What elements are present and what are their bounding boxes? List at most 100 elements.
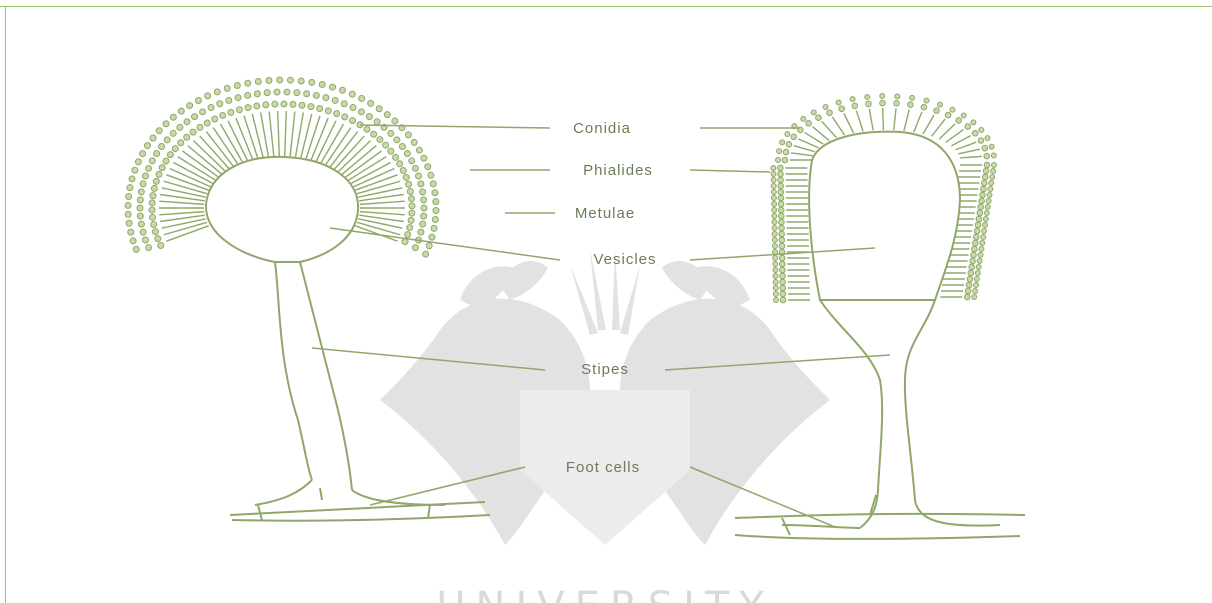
conidium: [771, 196, 776, 201]
conidium: [971, 120, 976, 125]
conidium: [366, 114, 372, 120]
conidium: [776, 158, 781, 163]
conidium: [780, 279, 786, 285]
conidium: [989, 181, 994, 186]
conidium: [772, 226, 777, 231]
conidium: [806, 121, 812, 127]
conidium: [274, 89, 280, 95]
conidium: [245, 80, 251, 86]
conidium: [317, 105, 323, 111]
conidium: [152, 229, 158, 235]
conidium: [187, 103, 193, 109]
conidium: [785, 131, 790, 136]
phialide-line: [200, 136, 230, 169]
conidium: [371, 131, 377, 137]
conidium: [284, 89, 290, 95]
conidium: [309, 79, 315, 85]
right-conidiophore: [735, 94, 1025, 539]
phialide-line: [923, 115, 934, 134]
conidium: [323, 95, 329, 101]
conidium: [163, 121, 169, 127]
conidium: [978, 138, 984, 144]
conidium: [190, 129, 196, 135]
conidium: [433, 199, 439, 205]
phialide-line: [798, 139, 818, 148]
conidium: [409, 203, 415, 209]
conidium: [245, 92, 251, 98]
conidium: [992, 163, 997, 168]
conidium: [350, 118, 356, 124]
conidium: [151, 222, 157, 228]
conidium: [151, 185, 157, 191]
conidium: [135, 159, 141, 165]
conidium: [978, 204, 984, 210]
conidium: [772, 214, 777, 219]
conidium: [399, 144, 405, 150]
phialide-line: [269, 112, 274, 157]
conidium: [406, 181, 412, 187]
conidium: [910, 95, 915, 100]
conidium: [433, 208, 439, 214]
conidium: [156, 128, 162, 134]
conidium: [163, 158, 169, 164]
phialide-line: [956, 142, 977, 150]
conidium: [125, 202, 131, 208]
conidium: [850, 97, 855, 102]
conidium: [150, 135, 156, 141]
conidium: [975, 271, 980, 276]
conidium: [779, 219, 785, 225]
conidium: [965, 288, 971, 294]
conidium: [421, 205, 427, 211]
conidium: [986, 199, 991, 204]
conidium: [149, 158, 155, 164]
phialide-line: [342, 146, 376, 175]
conidium: [359, 95, 365, 101]
conidium: [158, 243, 164, 249]
phialide-line: [360, 201, 405, 204]
label-phialides: Phialides: [583, 162, 653, 179]
phialide-line: [188, 146, 222, 175]
conidium: [167, 152, 173, 158]
conidium: [308, 104, 314, 110]
conidium: [779, 261, 785, 267]
conidium: [154, 151, 160, 157]
conidium: [973, 240, 979, 246]
watermark-text: UNIVERSITY: [436, 584, 773, 603]
conidium: [263, 102, 269, 108]
phialide-line: [844, 113, 854, 133]
conidium: [155, 236, 161, 242]
conidium: [974, 283, 979, 288]
phialide-line: [832, 117, 844, 135]
phialide-line: [822, 121, 837, 137]
phialide-line: [345, 151, 381, 177]
conidium: [204, 120, 210, 126]
conidium: [979, 127, 984, 132]
conidium: [421, 213, 427, 219]
conidium: [146, 165, 152, 171]
conidium: [423, 251, 429, 257]
conidium: [304, 91, 310, 97]
conidium: [987, 193, 992, 198]
conidium: [983, 217, 988, 222]
conidium: [153, 178, 159, 184]
conidium: [313, 92, 319, 98]
conidium: [409, 158, 415, 164]
conidium: [839, 106, 845, 112]
conidium: [429, 234, 435, 240]
left-vesicle: [206, 157, 358, 262]
conidium: [149, 207, 155, 213]
conidium: [138, 221, 144, 227]
conidium: [938, 102, 943, 107]
conidium: [779, 243, 785, 249]
conidium: [178, 140, 184, 146]
conidium: [138, 189, 144, 195]
conidium: [140, 151, 146, 157]
conidium: [402, 239, 408, 245]
conidium: [975, 222, 981, 228]
conidium: [245, 105, 251, 111]
conidium: [783, 149, 789, 155]
conidium: [988, 187, 993, 192]
conidium: [973, 234, 979, 240]
conidium: [772, 202, 777, 207]
conidium: [394, 137, 400, 143]
